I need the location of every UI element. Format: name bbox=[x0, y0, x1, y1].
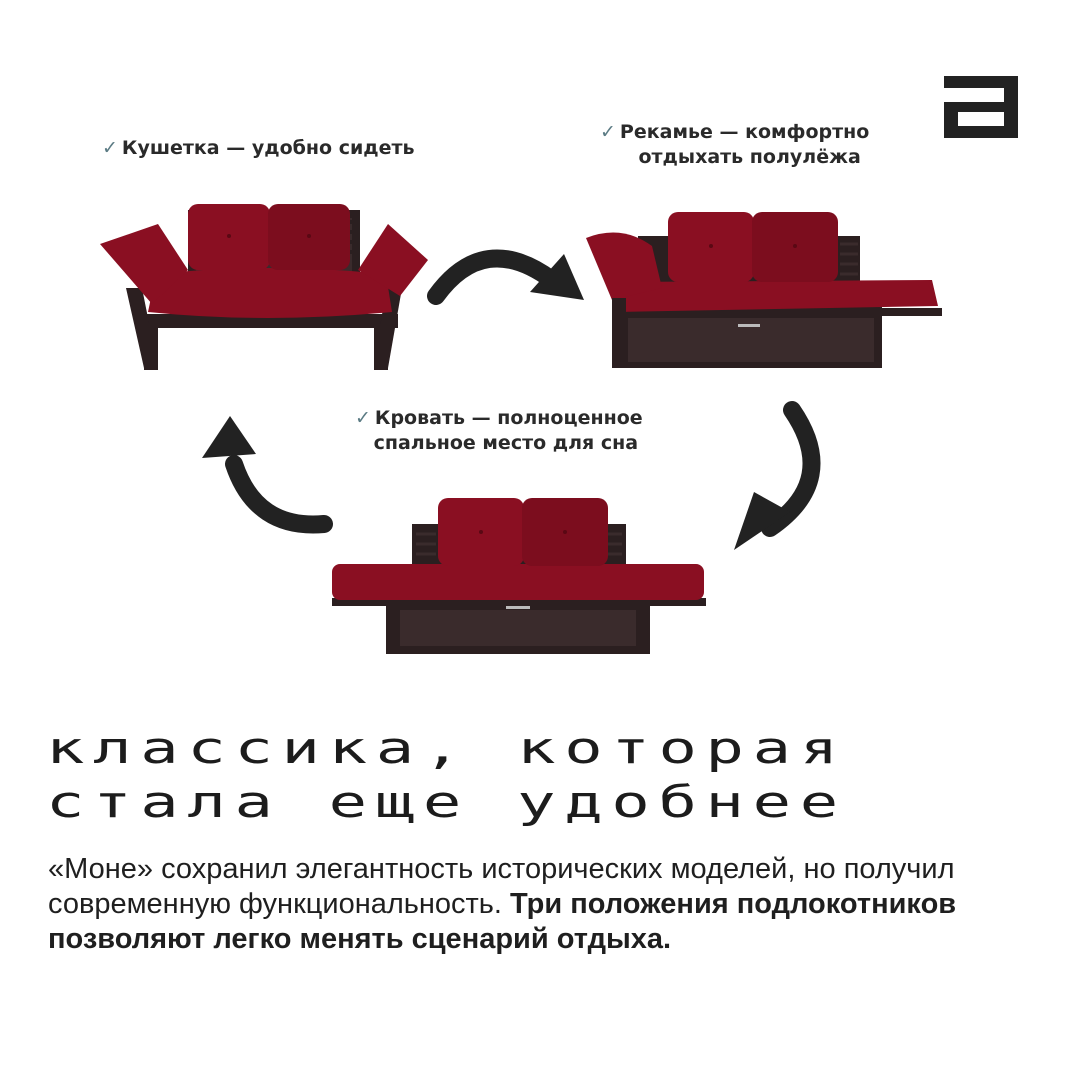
caption-recamier: ✓Рекамье — комфортно отдыхать полулёжа bbox=[600, 120, 869, 170]
checkmark-icon: ✓ bbox=[102, 137, 118, 159]
headline-line2: стала еще удобнее bbox=[46, 777, 847, 828]
brand-logo-icon bbox=[944, 76, 1018, 138]
headline-line1: классика, которая bbox=[46, 723, 847, 774]
caption-recamier-line2: отдыхать полулёжа bbox=[638, 146, 861, 168]
description-plain: «Моне» сохранил элегантность исторически… bbox=[48, 853, 955, 920]
arrow-recamier-to-bed bbox=[730, 400, 830, 556]
caption-bed-line2: спальное место для сна bbox=[373, 432, 639, 454]
checkmark-icon: ✓ bbox=[355, 407, 371, 429]
sofa-couch-image bbox=[96, 196, 432, 376]
description-bold: Три положения подлокотников позволяют ле… bbox=[48, 888, 957, 955]
arrow-couch-to-recamier bbox=[424, 240, 588, 318]
sofa-recamier-image bbox=[582, 206, 944, 374]
caption-couch-text: Кушетка — удобно сидеть bbox=[121, 137, 415, 159]
caption-bed: ✓Кровать — полноценное спальное место дл… bbox=[355, 406, 643, 456]
caption-couch: ✓Кушетка — удобно сидеть bbox=[102, 136, 415, 161]
checkmark-icon: ✓ bbox=[600, 121, 616, 143]
curved-arrow-icon bbox=[734, 401, 821, 550]
arrow-bed-to-couch bbox=[196, 414, 336, 536]
headline: классика, которая стала еще удобнее bbox=[46, 724, 847, 828]
curved-arrow-icon bbox=[427, 249, 584, 305]
caption-recamier-line1: Рекамье — комфортно bbox=[619, 121, 870, 143]
brand-logo bbox=[944, 76, 1018, 138]
curved-arrow-icon bbox=[202, 416, 333, 534]
description: «Моне» сохранил элегантность исторически… bbox=[48, 852, 1038, 957]
sofa-bed-image bbox=[330, 494, 708, 656]
caption-bed-line1: Кровать — полноценное bbox=[374, 407, 643, 429]
